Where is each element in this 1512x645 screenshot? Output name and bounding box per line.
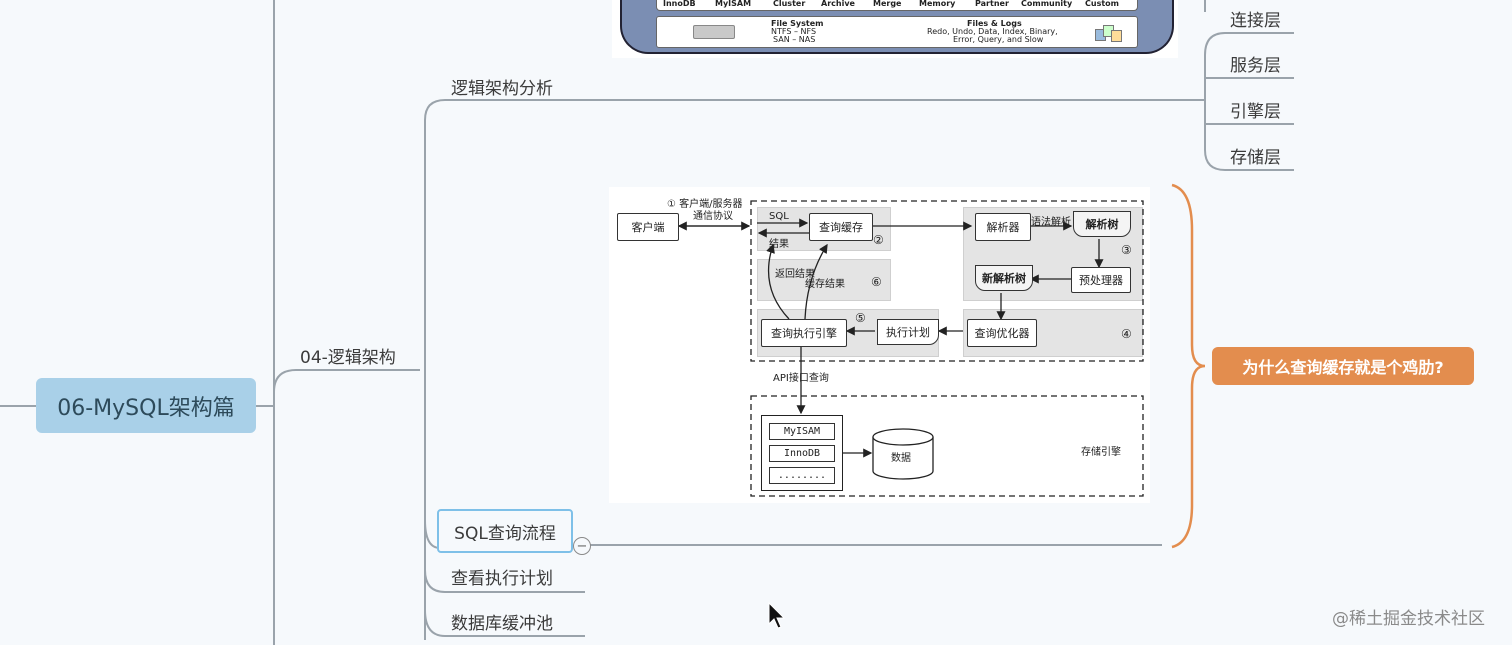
engine-label: Archive: [821, 0, 855, 8]
exec-engine-box: 查询执行引擎: [761, 319, 847, 347]
step-number: ⑥: [871, 275, 882, 289]
optimizer-box: 查询优化器: [967, 319, 1037, 347]
fs-title: File System: [771, 19, 824, 28]
engine-label: MyISAM: [715, 0, 752, 8]
parse-tree-box: 解析树: [1073, 211, 1131, 237]
innodb-box: InnoDB: [769, 445, 835, 462]
engine-label: Memory: [919, 0, 956, 8]
parser-box: 解析器: [975, 213, 1031, 241]
data-label: 数据: [891, 453, 911, 464]
engine-label: Merge: [873, 0, 902, 8]
engines-bar: InnoDB MyISAM Cluster Archive Merge Memo…: [656, 0, 1138, 11]
mouse-cursor-icon: [768, 602, 786, 629]
architecture-image-top: InnoDB MyISAM Cluster Archive Merge Memo…: [612, 0, 1178, 58]
collapse-toggle-icon[interactable]: −: [573, 537, 591, 555]
myisam-box: MyISAM: [769, 423, 835, 440]
preprocessor-box: 预处理器: [1071, 267, 1131, 293]
watermark: @稀土掘金技术社区: [1332, 609, 1485, 629]
result-label: 结果: [769, 239, 789, 250]
node-layer-engine[interactable]: 引擎层: [1230, 102, 1281, 122]
sql-label: SQL: [769, 211, 789, 222]
protocol-label: ① 客户端/服务器: [667, 199, 743, 210]
callout-query-cache[interactable]: 为什么查询缓存就是个鸡肋?: [1212, 347, 1474, 385]
step-number: ③: [1121, 243, 1132, 257]
engine-label: Partner: [975, 0, 1009, 8]
engine-label: Cluster: [773, 0, 806, 8]
sql-flow-diagram: 客户端 ① 客户端/服务器 通信协议 SQL 结果 查询缓存 ② 返回结果 缓存…: [609, 187, 1150, 503]
node-buffer-pool[interactable]: 数据库缓冲池: [451, 614, 553, 634]
syntax-parse-label: 语法解析: [1031, 217, 1071, 228]
filesystem-bar: File System NTFS – NFS SAN – NAS Files &…: [656, 16, 1138, 48]
step-number: ②: [873, 233, 884, 247]
root-node[interactable]: 06-MySQL架构篇: [36, 378, 256, 433]
disk-icon: [693, 25, 735, 39]
node-sql-query-flow[interactable]: SQL查询流程: [437, 509, 573, 553]
node-layer-connection[interactable]: 连接层: [1230, 11, 1281, 31]
node-layer-service[interactable]: 服务层: [1230, 56, 1281, 76]
client-box: 客户端: [617, 213, 679, 241]
logs-title: Files & Logs: [967, 19, 1022, 28]
logs-line: Error, Query, and Slow: [953, 35, 1044, 44]
more-engines-box: ........: [769, 467, 835, 484]
protocol-label: 通信协议: [693, 211, 733, 222]
node-layer-storage[interactable]: 存储层: [1230, 148, 1281, 168]
return-result-label: 返回结果: [775, 269, 815, 280]
engine-label: Custom: [1085, 0, 1119, 8]
node-explain-plan[interactable]: 查看执行计划: [451, 569, 553, 589]
step-number: ④: [1121, 327, 1132, 341]
cache-result-label: 缓存结果: [805, 279, 845, 290]
fs-line: NTFS – NFS: [771, 27, 817, 36]
database-cylinder-icon: [872, 428, 934, 480]
step-number: ⑤: [855, 311, 866, 325]
new-parse-tree-box: 新解析树: [975, 265, 1033, 291]
query-cache-box: 查询缓存: [809, 213, 873, 241]
storage-engine-label: 存储引擎: [1081, 447, 1121, 458]
node-logic-analysis[interactable]: 逻辑架构分析: [451, 79, 553, 99]
diagram-lines: [677, 200, 1144, 497]
files-icon: [1095, 25, 1122, 42]
logs-line: Redo, Undo, Data, Index, Binary,: [927, 27, 1058, 36]
engine-label: InnoDB: [663, 0, 696, 8]
engine-label: Community: [1021, 0, 1073, 8]
api-query-label: API接口查询: [773, 373, 829, 384]
fs-line: SAN – NAS: [773, 35, 816, 44]
exec-plan-box: 执行计划: [877, 319, 939, 345]
branch-node-logic-architecture[interactable]: 04-逻辑架构: [300, 348, 396, 368]
